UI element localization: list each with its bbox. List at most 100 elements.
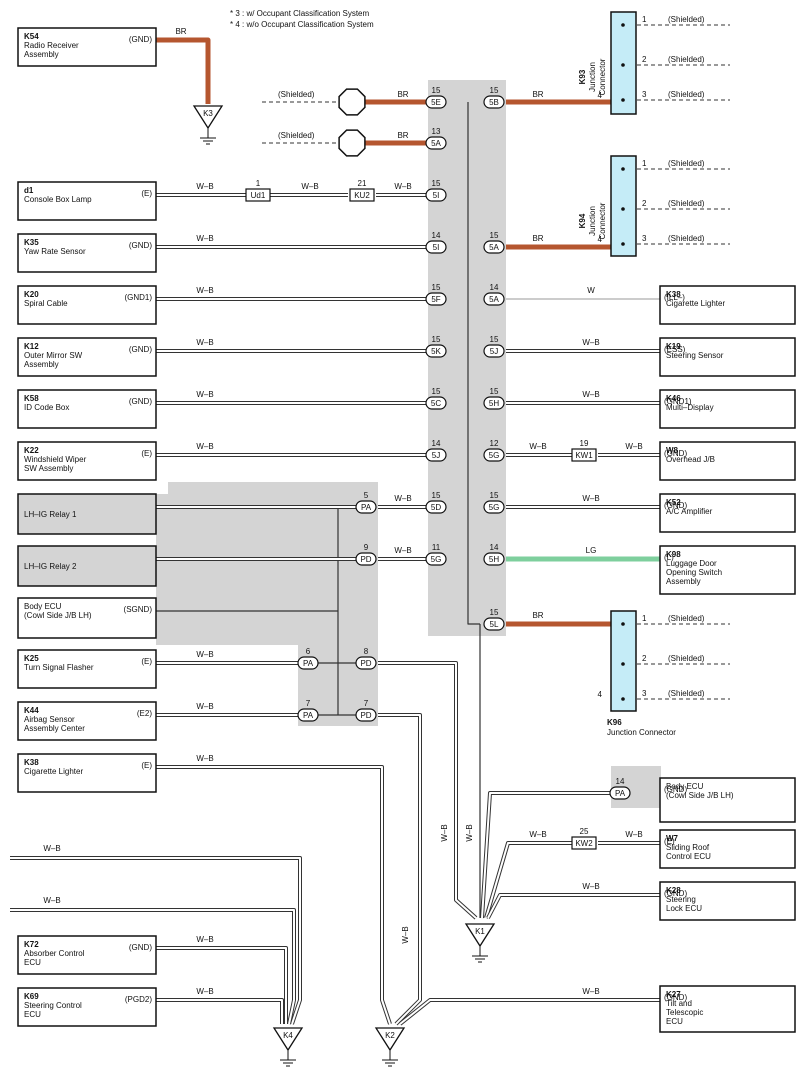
- left-component-pin-5: (GND): [129, 397, 152, 406]
- wire-label-26: W–B: [43, 844, 60, 853]
- connector-12: [425, 448, 447, 462]
- junction-desc-a-K94: Junction: [588, 206, 597, 236]
- left-component-pin-1: (E): [141, 189, 152, 198]
- shaded-areas: [156, 80, 661, 808]
- right-component-code-7: W7: [666, 834, 679, 843]
- right-component-box-2: [659, 389, 796, 429]
- wire-label-32: W–B: [625, 830, 642, 839]
- junction-inpin-K96: 4: [598, 690, 603, 699]
- bodyecu-to-k1-core: [481, 792, 630, 919]
- wire-label-15: W–B: [196, 442, 213, 451]
- wire-label-30: W–B: [582, 987, 599, 996]
- shielded-label-0: (Shielded): [278, 90, 315, 99]
- connector-pin-24: 7: [364, 699, 369, 708]
- right-component-pin-4: (GND): [664, 501, 687, 510]
- right-component-box-9: [659, 985, 796, 1033]
- connectors: (Shielded)(Shielded)5E155B155A135I155I14…: [192, 86, 631, 1052]
- wire-label-3: BR: [532, 90, 543, 99]
- left-component-label-6-1: SW Assembly: [24, 464, 73, 473]
- pd8-to-k1-core: [378, 662, 477, 919]
- inline-connector-pin-3: 25: [580, 827, 589, 836]
- left-component-pin-10: (E): [141, 657, 152, 666]
- splice-octagon-0: [338, 88, 366, 116]
- inline-connector-name-0: Ud1: [251, 191, 266, 200]
- junction-shield-K94-0: (Shielded): [668, 159, 705, 168]
- wire-label-19: W–B: [582, 494, 599, 503]
- left-component-box-8: [17, 545, 157, 587]
- right-component-label-0-0: Cigarette Lighter: [666, 299, 725, 308]
- left-component-code-1: d1: [24, 186, 34, 195]
- junction-dot-K96-2: [621, 697, 625, 701]
- right-component-label-2-0: Multi–Display: [666, 403, 714, 412]
- left-component-pin-9: (SGND): [124, 605, 153, 614]
- inline-connector-pin-1: 21: [358, 179, 367, 188]
- junction-desc-b-K93: Connector: [598, 58, 607, 95]
- left-component-code-6: K22: [24, 446, 39, 455]
- connector-pin-13: 12: [490, 439, 499, 448]
- right-component-box-7: [659, 829, 796, 869]
- k28-to-k1: [486, 893, 660, 919]
- ground-name-K2: K2: [385, 1031, 395, 1040]
- right-component-label-9-2: ECU: [666, 1017, 683, 1026]
- left-component-box-11: [17, 701, 157, 741]
- wire-label-33: W–B: [582, 882, 599, 891]
- connector-13: [483, 448, 505, 462]
- left-component-box-6: [17, 441, 157, 481]
- connector-name-19: PA: [361, 503, 372, 512]
- connector-pin-12: 14: [432, 439, 441, 448]
- right-component-label-8-1: Lock ECU: [666, 904, 702, 913]
- junction-box-K96: [610, 610, 637, 712]
- pd7-to-k2: [378, 713, 422, 1026]
- connector-7: [483, 292, 505, 306]
- left-component-label-11-0: Airbag Sensor: [24, 715, 75, 724]
- right-component-label-8-0: Steering: [666, 895, 696, 904]
- junction-shield-K93-0: (Shielded): [668, 15, 705, 24]
- connector-name-14: 5D: [431, 503, 441, 512]
- wire-label-4: W–B: [196, 182, 213, 191]
- left-component-label-8-0: LH–IG Relay 2: [24, 562, 77, 571]
- junction-name-K96: K96: [607, 718, 622, 727]
- w7-to-k1-a-core: [485, 842, 572, 919]
- connector-pin-1: 15: [490, 86, 499, 95]
- connector-name-8: 5K: [431, 347, 441, 356]
- connector-2: [425, 136, 447, 150]
- right-component-box-0: [659, 285, 796, 325]
- left-component-code-14: K69: [24, 992, 39, 1001]
- ground-name-K3: K3: [203, 109, 213, 118]
- left-component-label-13-1: ECU: [24, 958, 41, 967]
- wire-label-12: W–B: [582, 338, 599, 347]
- connector-pin-7: 14: [490, 283, 499, 292]
- left-component-box-4: [17, 337, 157, 377]
- right-component-pin-6: (GND): [664, 785, 687, 794]
- k72-to-k4: [156, 946, 288, 1024]
- left-component-label-12-0: Cigarette Lighter: [24, 767, 83, 776]
- connector-name-25: PA: [615, 789, 626, 798]
- right-component-label-3-0: Overhead J/B: [666, 455, 715, 464]
- inline-connector-pin-2: 19: [580, 439, 589, 448]
- connector-pin-6: 15: [432, 283, 441, 292]
- junction-name-K94: K94: [578, 213, 587, 228]
- wire-label-11: W–B: [196, 338, 213, 347]
- right-component-pin-3: (GND): [664, 449, 687, 458]
- junction-shield-K93-2: (Shielded): [668, 90, 705, 99]
- right-component-code-5: K98: [666, 550, 681, 559]
- connector-pin-22: 8: [364, 647, 369, 656]
- wire-label-2: BR: [397, 131, 408, 140]
- pd8-to-k1: [378, 661, 478, 920]
- junction-shield-K94-1: (Shielded): [668, 199, 705, 208]
- left-component-label-9-0: Body ECU: [24, 602, 62, 611]
- pd7-to-k2-core: [378, 714, 421, 1025]
- left-component-label-1-0: Console Box Lamp: [24, 195, 92, 204]
- left-component-pin-11: (E2): [137, 709, 152, 718]
- junction-pin-K96-1: 2: [642, 654, 647, 663]
- left-component-label-5-0: ID Code Box: [24, 403, 69, 412]
- right-component-code-1: K19: [666, 342, 681, 351]
- wire-label-vertical-1: W–B: [465, 824, 474, 841]
- ground-name-K4: K4: [283, 1031, 293, 1040]
- junction-box-K94: [610, 155, 637, 257]
- wire-label-vertical-2: W–B: [401, 926, 410, 943]
- k69-to-k4-core: [156, 999, 283, 1024]
- right-component-pin-7: (E): [664, 837, 675, 846]
